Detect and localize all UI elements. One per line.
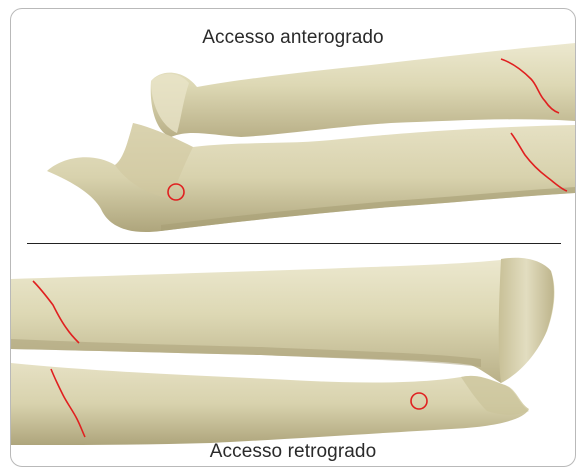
top-panel — [47, 43, 575, 232]
panel-divider — [27, 243, 561, 244]
bottom-ulna — [11, 363, 529, 445]
forearm-illustration — [11, 9, 575, 466]
figure-frame: Accesso anterogrado Accesso retrogrado — [10, 8, 576, 467]
anterograde-title: Accesso anterogrado — [11, 27, 575, 49]
bottom-panel — [11, 258, 554, 445]
bottom-distal-end — [499, 258, 554, 383]
top-radius — [151, 43, 575, 137]
retrograde-title: Accesso retrogrado — [11, 441, 575, 463]
